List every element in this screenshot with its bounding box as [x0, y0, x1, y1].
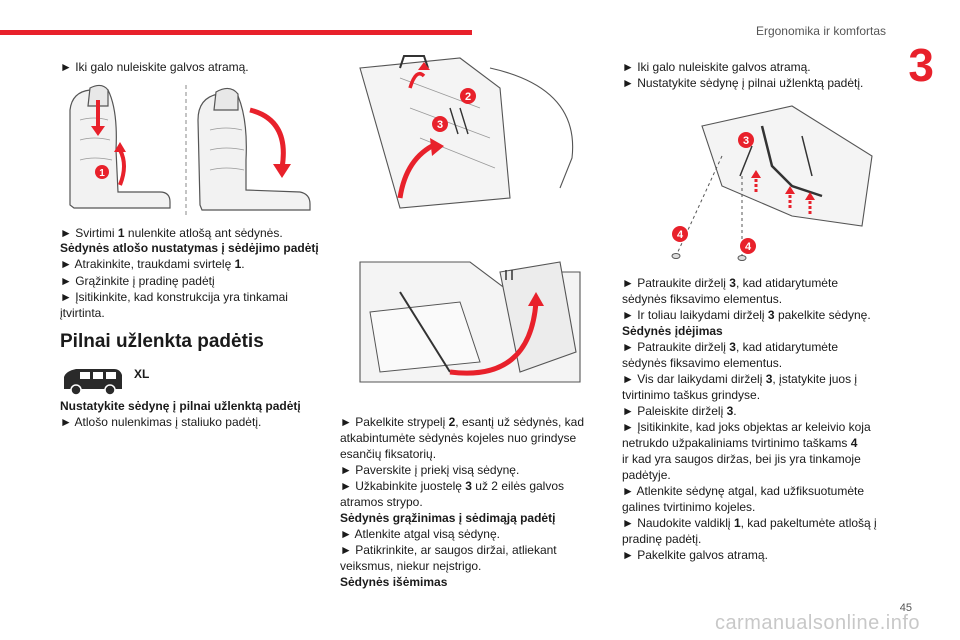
section-title: Ergonomika ir komfortas: [755, 24, 886, 38]
text-line: tvirtinimo taškus grindyse.: [622, 388, 761, 402]
seat-tilt-forward-illustration: 2 3: [359, 55, 574, 209]
subheading: Sėdynės atlošo nustatymas į sėdėjimo pad…: [60, 241, 319, 255]
watermark: carmanualsonline.info: [714, 612, 920, 634]
text-line: ► Pakelkite strypelį 2, esantį už sėdynė…: [340, 415, 585, 429]
text-line: pradinę padėtį.: [622, 532, 702, 546]
callout-4: 4: [677, 229, 684, 241]
text-line: esančių fiksatorių.: [340, 447, 437, 461]
text-line: sėdynės fiksavimo elementus.: [622, 356, 783, 370]
seat-removal-illustration: 3 4 4: [671, 105, 873, 261]
subheading: Sėdynės grąžinimas į sėdimąją padėtį: [340, 511, 556, 525]
seat-strap-illustration: [359, 261, 581, 383]
text-line: ► Įsitikinkite, kad joks objektas ar kel…: [622, 420, 871, 434]
text-line: ► Nustatykite sėdynę į pilnai užlenktą p…: [622, 76, 864, 90]
subheading: Sėdynės išėmimas: [340, 575, 448, 589]
text-line: ► Iki galo nuleiskite galvos atramą.: [60, 60, 249, 74]
header-accent-bar: [0, 30, 472, 35]
text-line: ► Vis dar laikydami dirželį 3, įstatykit…: [622, 372, 858, 386]
callout-4: 4: [745, 241, 752, 253]
text-line: įtvirtinta.: [60, 306, 105, 320]
text-line: ► Pakelkite galvos atramą.: [622, 548, 768, 562]
text-line: sėdynės fiksavimo elementus.: [622, 292, 783, 306]
subheading: Sėdynės įdėjimas: [622, 324, 723, 338]
text-line: galines tvirtinimo kojeles.: [622, 500, 756, 514]
callout-2: 2: [465, 91, 471, 103]
section-heading: Pilnai užlenkta padėtis: [60, 331, 264, 352]
text-line: ► Svirtimi 1 nulenkite atlošą ant sėdynė…: [60, 226, 283, 240]
subheading: Nustatykite sėdynę į pilnai užlenktą pad…: [60, 399, 301, 413]
text-line: ► Patikrinkite, ar saugos diržai, atliek…: [340, 543, 557, 557]
text-line: ► Atlošo nulenkimas į staliuko padėtį.: [60, 415, 262, 429]
page-number: 45: [899, 602, 912, 614]
text-line: atramos strypo.: [340, 495, 423, 509]
text-line: ► Patraukite dirželį 3, kad atidarytumėt…: [622, 340, 838, 354]
text-line: ► Naudokite valdiklį 1, kad pakeltumėte …: [622, 516, 877, 530]
text-line: ► Įsitikinkite, kad konstrukcija yra tin…: [60, 290, 288, 304]
callout-3: 3: [437, 119, 443, 131]
text-line: ir kad yra saugos diržas, bei jis yra ti…: [622, 452, 861, 466]
text-line: ► Paverskite į priekį visą sėdynę.: [340, 463, 520, 477]
text-line: ► Atrakinkite, traukdami svirtelę 1.: [60, 257, 245, 271]
text-line: atkabintumėte sėdynės kojeles nuo grindy…: [340, 431, 577, 445]
text-line: ► Atlenkite sėdynę atgal, kad užfiksuotu…: [622, 484, 865, 498]
chapter-number: 3: [908, 39, 934, 91]
text-line: ► Patraukite dirželį 3, kad atidarytumėt…: [622, 276, 838, 290]
text-line: ► Paleiskite dirželį 3.: [622, 404, 737, 418]
xl-label: XL: [134, 367, 150, 381]
text-line: ► Atlenkite atgal visą sėdynę.: [340, 527, 500, 541]
callout-3: 3: [743, 135, 749, 147]
callout-1: 1: [99, 168, 105, 179]
text-line: ► Iki galo nuleiskite galvos atramą.: [622, 60, 811, 74]
text-line: veiksmus, niekur neįstrigo.: [340, 559, 482, 573]
van-icon: [64, 369, 122, 395]
text-line: netrukdo užpakaliniams tvirtinimo taškam…: [622, 436, 858, 450]
text-line: ► Ir toliau laikydami dirželį 3 pakelkit…: [622, 308, 871, 322]
text-line: ► Užkabinkite juostelę 3 už 2 eilės galv…: [340, 479, 565, 493]
seat-fold-illustration: 1: [69, 84, 311, 215]
text-line: padėtyje.: [622, 468, 671, 482]
text-line: ► Grąžinkite į pradinę padėtį: [60, 274, 215, 288]
